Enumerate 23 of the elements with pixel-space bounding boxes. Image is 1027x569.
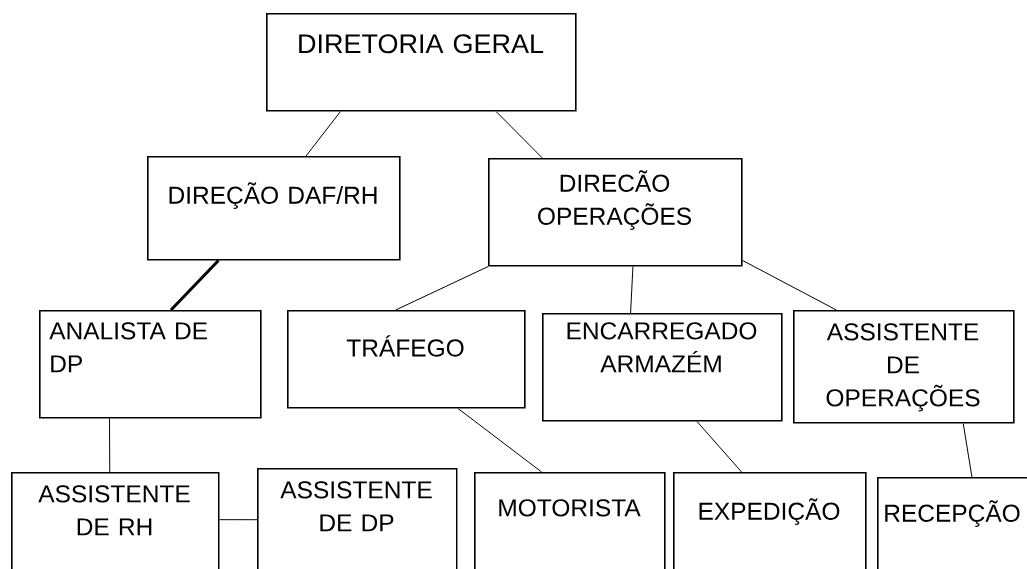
connector-line [630,266,634,314]
org-box: ASSISTENTE DE RH [11,471,220,569]
org-box: ASSISTENTE DE DP [257,467,458,569]
org-box: TRÁFEGO [287,310,526,409]
org-box: MOTORISTA [474,471,666,569]
connector-line [109,418,111,473]
org-box: DIREÇÃO DAF/RH [147,156,401,261]
connector-line [305,111,341,157]
org-box: ASSISTENTE DE OPERAÇÕES [793,310,1015,424]
connector-line [457,408,543,473]
org-box: RECEPÇÃO [877,476,1027,569]
connector-line [962,423,973,478]
org-box: DIRECÃO OPERAÇÕES [488,158,743,267]
connector-line [169,259,220,312]
connector-line [696,421,743,473]
org-box: ANALISTA DE DP [39,310,262,419]
connector-line [395,266,489,311]
org-box: EXPEDIÇÃO [673,471,867,569]
connector-line [742,260,837,311]
org-box: DIRETORIA GERAL [266,13,577,112]
connector-line [219,519,258,521]
org-box: ENCARREGADO ARMAZÉM [542,313,783,422]
connector-line [495,111,543,159]
